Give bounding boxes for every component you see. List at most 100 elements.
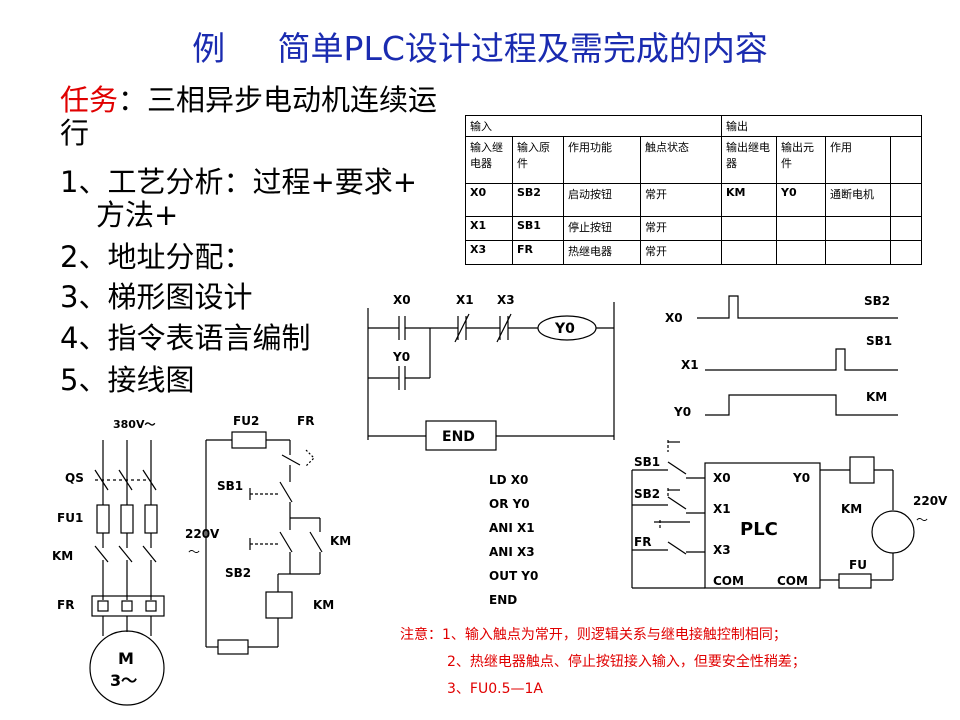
wiring-sb1	[667, 461, 687, 475]
page-title: 例 简单PLC设计过程及需完成的内容	[192, 29, 768, 68]
instruction: LD X0	[489, 473, 529, 487]
wiring-km-coil	[849, 456, 875, 484]
timing-label-km: KM	[866, 390, 887, 404]
ctrl-label-km-coil: KM	[313, 598, 334, 612]
task-line: 任务：三相异步电动机连续运行	[60, 84, 450, 150]
wiring-tilde: ～	[916, 513, 928, 527]
step-1-num: 1、	[60, 165, 108, 199]
wiring-fu	[838, 573, 872, 589]
io-header: 作用功能	[563, 136, 641, 184]
ladder-label-x0: X0	[393, 293, 411, 307]
step-5: 5、接线图	[60, 364, 194, 397]
io-cell	[890, 216, 922, 241]
note-item: 3、FU0.5—1A	[447, 681, 543, 697]
step-4-text: 指令表语言编制	[107, 321, 311, 355]
timing-label-y0: Y0	[673, 405, 691, 419]
timing-label-x1: X1	[681, 358, 699, 372]
note-item: 1、输入触点为常开，则逻辑关系与继电接触控制相同；	[442, 627, 787, 643]
plc-label: PLC	[740, 519, 778, 540]
table-row: X1 SB1 停止按钮 常开	[465, 216, 922, 241]
timing-label-sb1: SB1	[866, 334, 892, 348]
fu1-fuse	[96, 504, 110, 534]
io-cell: SB2	[512, 183, 564, 217]
timing-x1	[705, 348, 898, 371]
io-header: 输出元件	[776, 136, 826, 184]
plc-term-com2: COM	[777, 574, 808, 588]
end-label: END	[442, 429, 475, 445]
io-header: 作用	[825, 136, 891, 184]
io-cell	[825, 240, 891, 265]
io-header: 输入原件	[512, 136, 564, 184]
io-header	[890, 136, 922, 184]
timing-x0	[697, 295, 898, 319]
io-cell: FR	[512, 240, 564, 265]
io-header: 触点状态	[640, 136, 722, 184]
io-cell	[890, 240, 922, 265]
coil-label: Y0	[554, 321, 575, 337]
motor	[89, 630, 165, 706]
plc-term-x3: X3	[713, 543, 731, 557]
fr-thermal	[91, 595, 165, 617]
ctrl-tilde: ～	[188, 545, 200, 559]
plc-term-x0: X0	[713, 471, 731, 485]
wiring-label-fu: FU	[849, 558, 867, 572]
ladder-diagram	[367, 302, 615, 451]
io-cell	[890, 183, 922, 217]
timing-label-sb2: SB2	[864, 294, 890, 308]
timing-label-x0: X0	[665, 311, 683, 325]
fr-contact	[281, 454, 301, 466]
wiring-diagram	[631, 440, 915, 589]
io-header: 输出继电器	[721, 136, 777, 184]
timing-diagram	[697, 295, 898, 416]
km-coil	[265, 591, 293, 619]
step-3-num: 3、	[60, 280, 108, 314]
plc-term-y0: Y0	[792, 471, 810, 485]
io-cell: X0	[465, 183, 513, 217]
main-label-qs: QS	[65, 471, 84, 485]
ladder-label-x1: X1	[456, 293, 474, 307]
control-circuit	[205, 431, 323, 655]
step-2: 2、地址分配：	[60, 241, 252, 274]
io-cell: 常开	[640, 183, 722, 217]
io-cell: 常开	[640, 240, 722, 265]
note: 注意：1、输入触点为常开，则逻辑关系与继电接触控制相同； 2、热继电器触点、停止…	[400, 622, 806, 703]
step-4: 4、指令表语言编制	[60, 322, 310, 355]
ctrl-label-fr: FR	[297, 414, 314, 428]
step-1-cont: 方法+	[96, 198, 179, 232]
plc-box	[704, 462, 821, 589]
step-1-text: 工艺分析：过程+要求+	[107, 165, 418, 199]
task-colon: ：	[118, 83, 148, 117]
step-3: 3、梯形图设计	[60, 281, 252, 314]
instruction: ANI X1	[489, 521, 535, 535]
km-aux-contact	[309, 531, 323, 553]
step-5-num: 5、	[60, 363, 108, 397]
motor-phase: 3～	[110, 671, 137, 690]
ctrl-label-sb2: SB2	[225, 566, 251, 580]
wiring-sb2	[667, 496, 687, 510]
instruction: OUT Y0	[489, 569, 539, 583]
wiring-label-sb2: SB2	[634, 487, 660, 501]
wiring-fr	[667, 541, 687, 555]
motor-label: M	[118, 649, 134, 668]
plc-term-x1: X1	[713, 502, 731, 516]
instruction: OR Y0	[489, 497, 530, 511]
step-1: 1、工艺分析：过程+要求+ 方法+	[60, 166, 417, 232]
sb2-button	[279, 531, 293, 553]
step-5-text: 接线图	[107, 363, 195, 397]
task-label: 任务	[60, 83, 119, 117]
plc-term-com1: COM	[713, 574, 744, 588]
step-3-text: 梯形图设计	[107, 280, 253, 314]
io-cell	[825, 216, 891, 241]
table-row: X0 SB2 启动按钮 常开 KM Y0 通断电机	[465, 183, 922, 217]
main-voltage: 380V～	[113, 418, 155, 431]
table-row: X3 FR 热继电器 常开	[465, 240, 922, 265]
fu2-fuse	[231, 431, 267, 449]
note-prefix: 注意：	[400, 627, 442, 643]
ladder-label-y0: Y0	[392, 350, 410, 364]
ctrl-label-fu2: FU2	[233, 414, 259, 428]
main-circuit	[89, 440, 165, 706]
wiring-label-sb1: SB1	[634, 455, 660, 469]
note-item: 2、热继电器触点、停止按钮接入输入，但要安全性稍差；	[447, 654, 806, 670]
ctrl-label-sb1: SB1	[217, 479, 243, 493]
